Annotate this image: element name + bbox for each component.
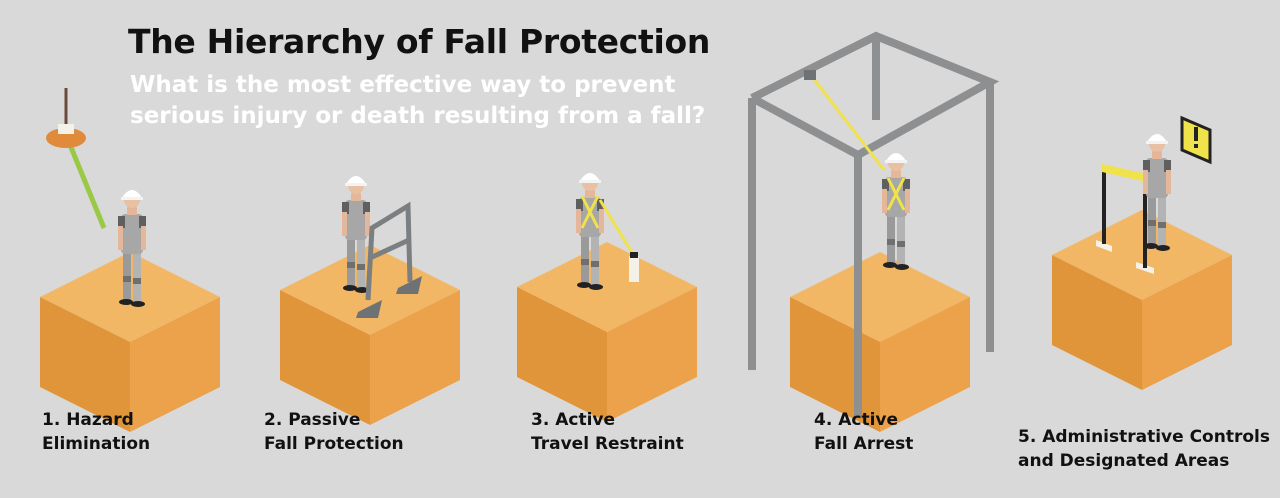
subtitle-line-1: What is the most effective way to preven… xyxy=(130,72,676,98)
guardrail-icon xyxy=(356,201,422,318)
worker-icon xyxy=(882,153,910,270)
page-subtitle: What is the most effective way to preven… xyxy=(130,70,730,132)
barrier-tape-icon xyxy=(1096,164,1154,274)
step-4-illustration xyxy=(748,31,1000,432)
step-1-illustration xyxy=(40,88,220,432)
step-2-illustration xyxy=(280,176,460,425)
subtitle-line-2: serious injury or death resulting from a… xyxy=(130,103,706,129)
pole-tool-icon xyxy=(46,88,107,229)
step-3-illustration xyxy=(517,173,697,422)
step-5-illustration xyxy=(1052,115,1232,390)
page-title: The Hierarchy of Fall Protection xyxy=(128,22,711,61)
harness-icon xyxy=(886,177,906,211)
restraint-harness-icon xyxy=(580,195,639,282)
anchor-frame-icon xyxy=(748,31,1000,418)
warning-sign-icon xyxy=(1180,115,1212,165)
lifeline-icon xyxy=(804,70,886,171)
